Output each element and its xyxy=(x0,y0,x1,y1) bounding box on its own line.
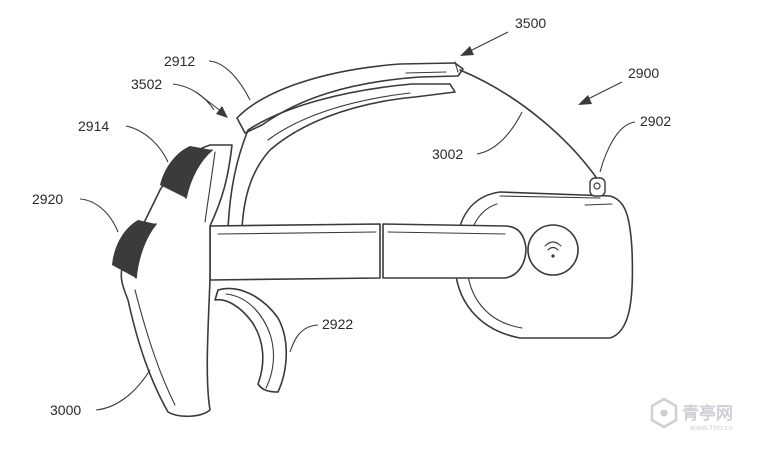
label-2920: 2920 xyxy=(32,191,63,207)
cable-anchor xyxy=(589,177,606,197)
top-strap xyxy=(227,61,464,229)
light-shield xyxy=(214,287,288,393)
label-3502: 3502 xyxy=(131,76,162,92)
label-3000: 3000 xyxy=(50,402,81,418)
reference-labels: 3500 2912 3502 2900 2914 2902 3002 2920 … xyxy=(32,15,671,418)
label-2902: 2902 xyxy=(640,113,671,129)
watermark-url: www.7tin.cn xyxy=(690,424,733,432)
lower-dial xyxy=(112,220,157,279)
label-2914: 2914 xyxy=(78,118,109,134)
rear-dial-button xyxy=(527,224,579,276)
cable xyxy=(459,69,599,181)
pointer-arrows xyxy=(195,31,623,118)
leader-lines xyxy=(79,60,636,411)
watermark-brand: 青亭网 xyxy=(682,403,733,424)
label-2900: 2900 xyxy=(628,65,659,81)
label-2922: 2922 xyxy=(322,316,353,332)
label-3500: 3500 xyxy=(515,15,546,31)
label-3002: 3002 xyxy=(432,146,463,162)
side-arm xyxy=(209,223,527,281)
watermark-logo-icon xyxy=(650,397,678,429)
label-2912: 2912 xyxy=(164,53,195,69)
watermark: 青亭网 www.7tin.cn xyxy=(650,397,733,432)
upper-dial xyxy=(160,146,213,199)
